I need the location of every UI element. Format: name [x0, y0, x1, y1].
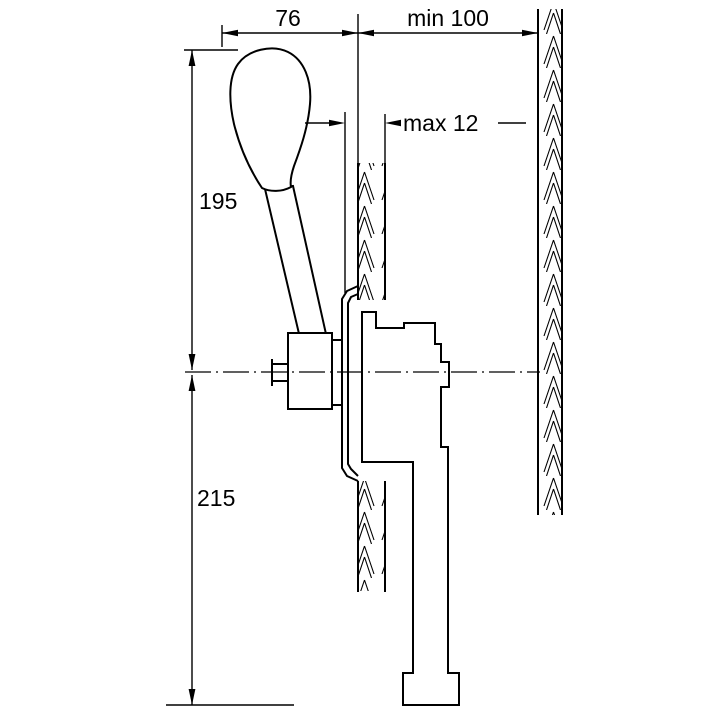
dim-min100-label: min 100 [407, 5, 489, 31]
dimension-76: 76 [222, 5, 358, 37]
dim-max12-label: max 12 [403, 110, 478, 136]
dim-max12-arrow-right [385, 119, 401, 127]
dim-215-arrow-top [188, 375, 196, 391]
panel-lower-section [357, 481, 386, 592]
panel-upper-hatch [359, 163, 384, 300]
dim-max12-arrow-left [329, 119, 345, 127]
wall-hatch [539, 9, 562, 515]
dimension-min-100: min 100 [358, 5, 538, 37]
dimension-195: 195 [188, 50, 237, 370]
dim-195-arrow-bottom [188, 354, 196, 370]
mounting-bracket [332, 285, 359, 482]
panel-upper-edges [357, 163, 386, 300]
bracket-connector-lines [332, 339, 342, 406]
pivot-block [287, 332, 333, 410]
shift-knob [229, 47, 312, 192]
lever-shaft [263, 184, 328, 340]
dim-195-arrow-top [188, 50, 196, 66]
dim-215-label: 215 [197, 485, 235, 511]
dim-min100-arrow-left [358, 29, 374, 37]
dimension-215: 215 [188, 375, 235, 705]
dimension-max-12: max 12 [305, 110, 526, 136]
dim-76-label: 76 [275, 5, 301, 31]
dim-76-arrow-right [342, 29, 358, 37]
wall-section [537, 9, 563, 515]
dim-76-arrow-left [222, 29, 238, 37]
bracket-outer-edge [341, 285, 359, 482]
bracket-inner-edge [347, 293, 359, 477]
panel-lower-hatch [359, 481, 384, 591]
panel-lower-edges [357, 481, 386, 592]
dim-215-arrow-bottom [188, 689, 196, 705]
panel-upper-section [357, 163, 386, 300]
dim-min100-arrow-right [522, 29, 538, 37]
mechanism-body [361, 311, 460, 706]
wall-edges [537, 9, 563, 515]
dim-195-label: 195 [199, 188, 237, 214]
